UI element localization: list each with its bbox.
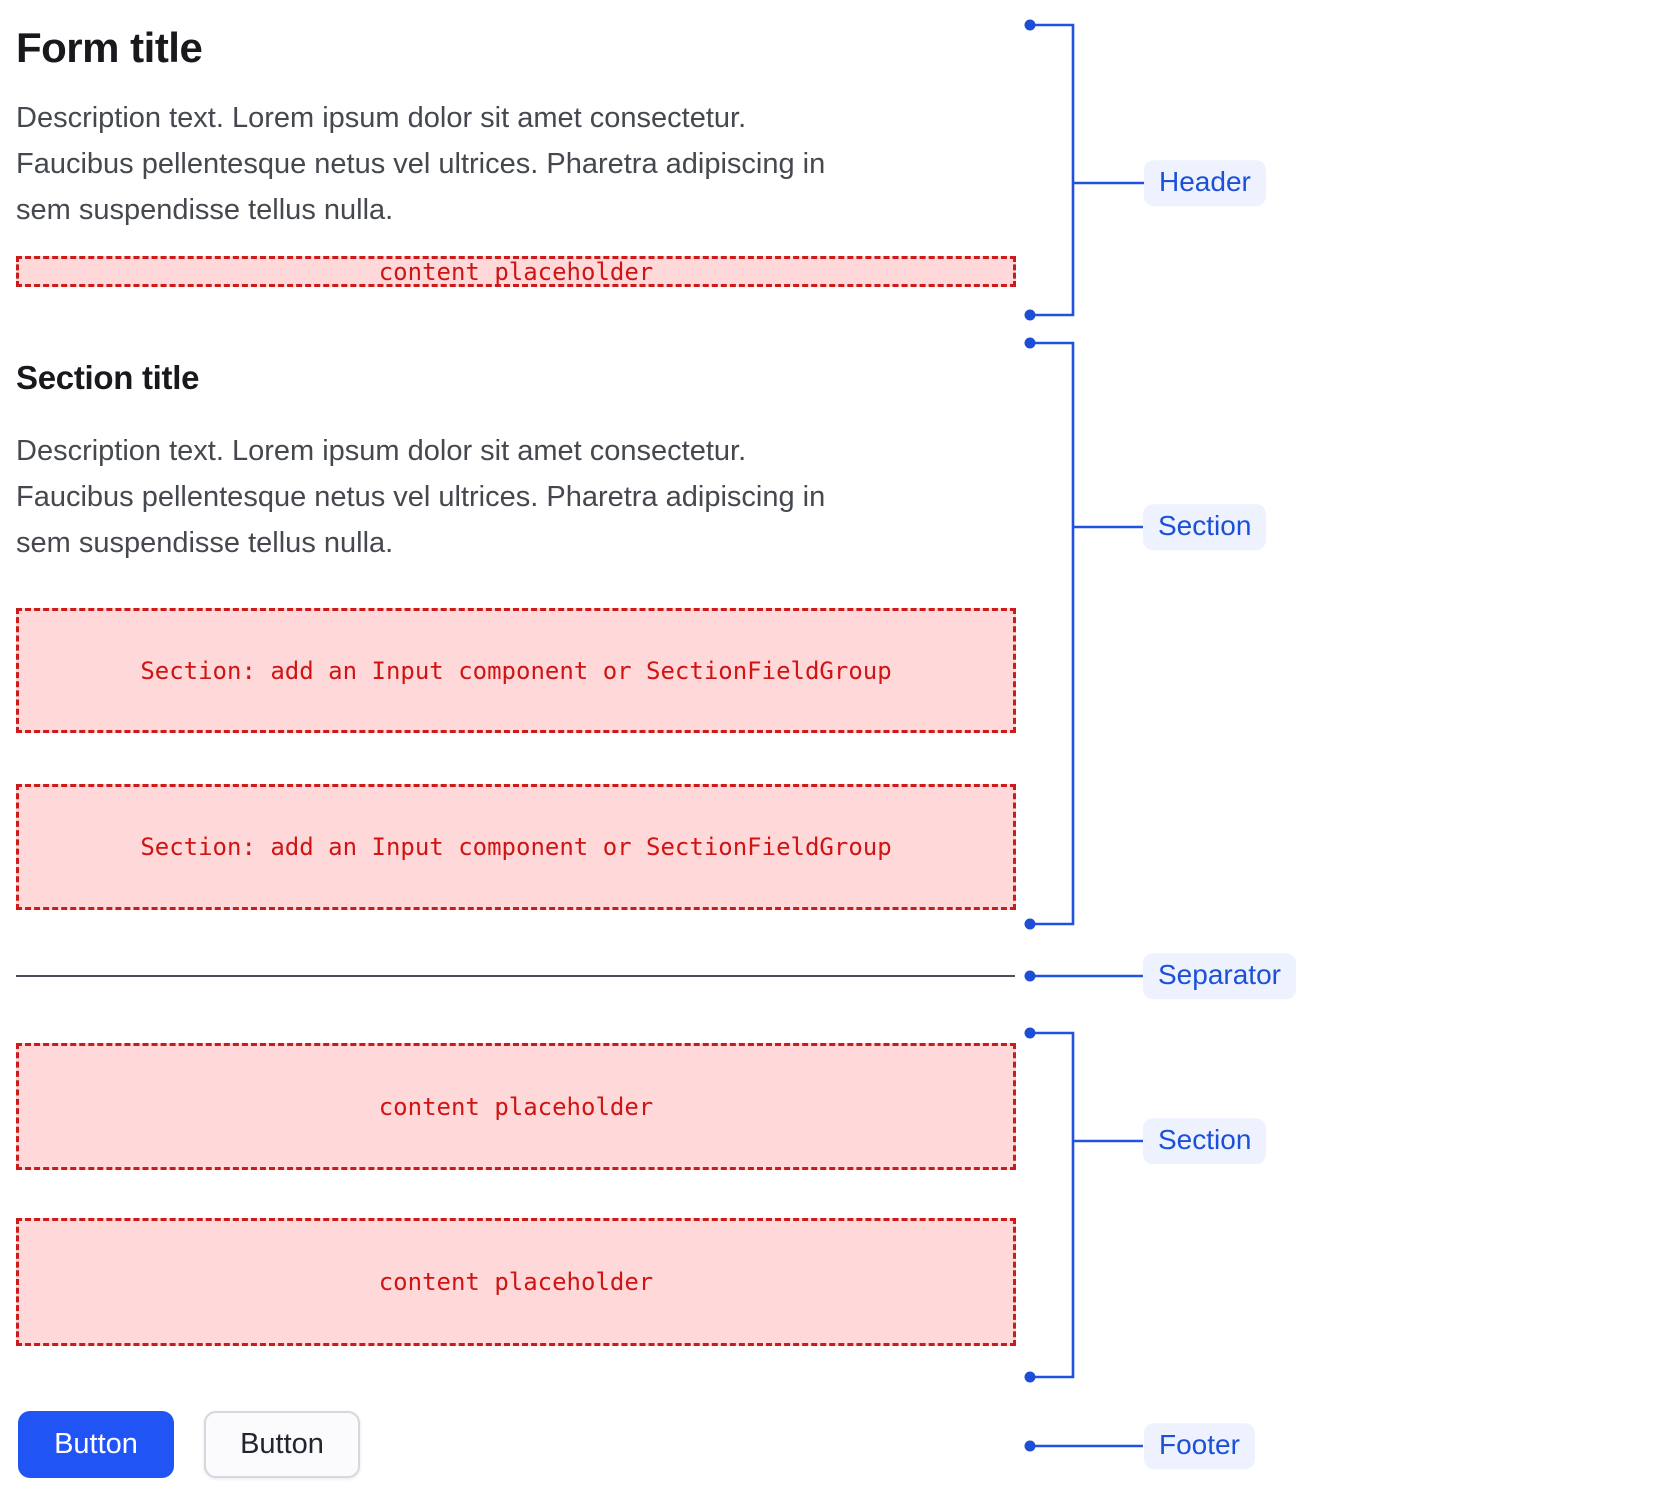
section-input-placeholder-1: Section: add an Input component or Secti…: [16, 608, 1016, 733]
content-placeholder-2: content placeholder: [16, 1218, 1016, 1346]
annotation-label-section-2: Section: [1143, 1118, 1267, 1164]
separator-line: [16, 975, 1015, 977]
annotation-label-section-1: Section: [1143, 504, 1267, 550]
annotation-label-header: Header: [1144, 160, 1266, 206]
section-description: Description text. Lorem ipsum dolor sit …: [16, 435, 826, 559]
section-1-bracket: [1030, 341, 1143, 926]
annotation-label-footer: Footer: [1144, 1423, 1255, 1469]
section-2-bracket: [1030, 1031, 1143, 1379]
secondary-button[interactable]: Button: [204, 1411, 360, 1478]
primary-button[interactable]: Button: [18, 1411, 174, 1478]
form-description: Description text. Lorem ipsum dolor sit …: [16, 102, 826, 226]
content-placeholder-1: content placeholder: [16, 1043, 1016, 1170]
header-content-placeholder: content placeholder: [16, 256, 1016, 287]
annotation-label-separator: Separator: [1143, 953, 1296, 999]
section-title: Section title: [16, 359, 200, 396]
anchor-dots: [1024, 19, 1036, 1452]
form-title: Form title: [16, 24, 203, 71]
header-bracket: [1030, 23, 1144, 317]
section-input-placeholder-2: Section: add an Input component or Secti…: [16, 784, 1016, 910]
